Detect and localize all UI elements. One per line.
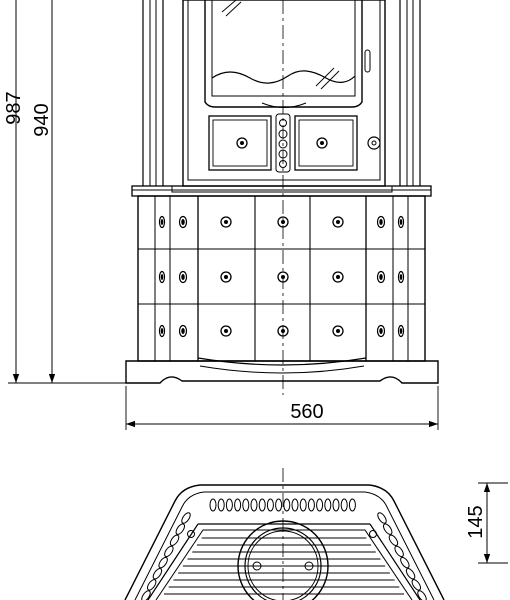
vent-oval — [411, 579, 422, 591]
dimension-label-560: 560 — [290, 401, 323, 423]
tile-stud — [332, 271, 344, 283]
side-stud — [376, 270, 386, 284]
vent-oval — [348, 498, 356, 512]
side-stud — [158, 215, 166, 229]
dimension-lines — [8, 0, 508, 564]
vent-oval — [377, 512, 387, 524]
side-stud — [376, 324, 386, 338]
tile-stud — [277, 325, 289, 337]
front-view — [125, 0, 439, 395]
side-stud — [397, 215, 405, 229]
vent-oval — [209, 498, 217, 512]
tile-stud — [332, 216, 344, 228]
vent-oval — [181, 512, 191, 524]
vent-oval — [266, 498, 274, 512]
side-stud — [178, 215, 188, 229]
top-view — [124, 468, 445, 600]
vent-oval — [175, 523, 186, 535]
dimension-label-145: 145 — [465, 505, 487, 538]
vent-oval — [169, 534, 180, 546]
tile-stud — [277, 271, 289, 283]
tile-stud — [332, 325, 344, 337]
tile-stud — [277, 216, 289, 228]
side-stud — [158, 324, 166, 338]
vent-oval — [299, 498, 307, 512]
tile-body — [137, 195, 426, 366]
side-stud — [178, 270, 188, 284]
upper-body — [142, 0, 421, 187]
vent-oval — [283, 498, 291, 512]
vent-oval — [417, 590, 427, 600]
vent-oval — [152, 568, 163, 580]
vent-oval — [217, 498, 225, 512]
vent-oval — [291, 498, 299, 512]
vent-oval — [164, 545, 174, 558]
dimension-label-940: 940 — [31, 103, 53, 136]
vent-oval — [307, 498, 315, 512]
vent-oval — [158, 556, 168, 569]
vent-oval — [141, 590, 151, 600]
side-stud — [376, 215, 386, 229]
vent-oval — [405, 568, 416, 580]
vent-oval — [394, 545, 404, 558]
side-stud — [397, 324, 405, 338]
tile-stud — [220, 216, 232, 228]
dimension-label-987: 987 — [3, 91, 25, 124]
tile-stud — [220, 271, 232, 283]
vent-oval — [388, 534, 399, 546]
tile-stud — [220, 325, 232, 337]
plinth — [125, 360, 439, 384]
vent-oval — [400, 556, 410, 569]
vent-oval — [146, 579, 157, 591]
vent-oval — [340, 498, 348, 512]
vent-oval — [234, 498, 242, 512]
vent-oval — [324, 498, 332, 512]
vent-oval — [332, 498, 340, 512]
side-stud — [397, 270, 405, 284]
vent-oval — [382, 523, 393, 535]
vent-oval — [275, 498, 283, 512]
side-stud — [178, 324, 188, 338]
vent-oval — [316, 498, 324, 512]
vent-oval — [225, 498, 233, 512]
vent-oval — [250, 498, 258, 512]
vent-oval — [242, 498, 250, 512]
side-stud — [158, 270, 166, 284]
vent-oval — [258, 498, 266, 512]
